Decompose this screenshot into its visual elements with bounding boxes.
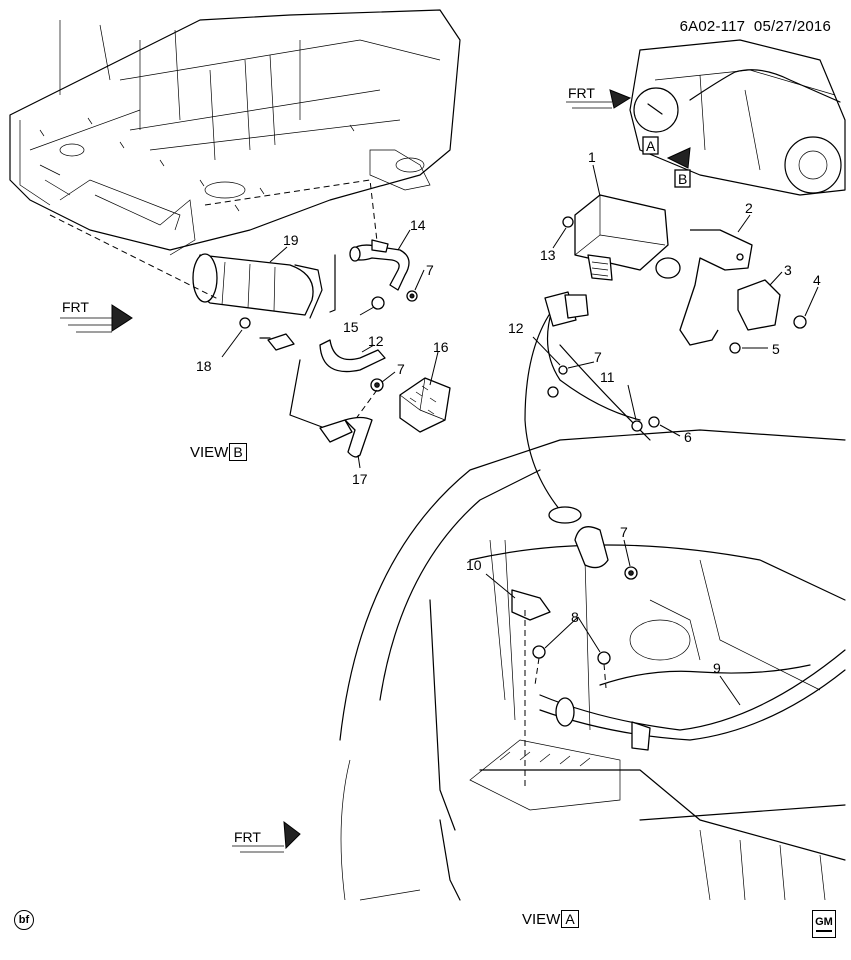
- callout-number: 4: [813, 272, 821, 288]
- control-module: [562, 194, 669, 281]
- connector-part: [399, 377, 451, 433]
- view-prefix: VIEW: [190, 443, 229, 461]
- callout-number: 7: [594, 349, 602, 365]
- callout-number: 7: [397, 361, 405, 377]
- callout-number: 10: [466, 557, 482, 573]
- alignment-line: [329, 254, 336, 313]
- nut-part: [532, 645, 546, 659]
- callout-number: 12: [368, 333, 384, 349]
- view-letter: A: [561, 910, 579, 928]
- frt-arrow: FRT: [232, 820, 301, 853]
- detail-tag: B: [674, 169, 691, 188]
- bracket-part: [655, 229, 753, 346]
- bf-text: bf: [18, 914, 30, 926]
- callout-number: 6: [684, 429, 692, 445]
- view-prefix: VIEW: [522, 910, 561, 928]
- nut-part: [558, 365, 568, 375]
- callout-number: 9: [713, 660, 721, 676]
- callout-number: 1: [588, 149, 596, 165]
- nut-part: [631, 420, 643, 432]
- trunk-compartment: [339, 429, 846, 901]
- clip-part: [511, 589, 551, 621]
- frt-label: FRT: [234, 829, 261, 845]
- frt-arrow: FRT: [566, 85, 632, 109]
- wiring-harness: [539, 649, 846, 751]
- bracket-part: [737, 279, 781, 331]
- callout-number: 17: [352, 471, 368, 487]
- alignment-line: [354, 389, 378, 421]
- alignment-line: [534, 657, 607, 689]
- bolt-part: [793, 315, 807, 329]
- nut-part: [409, 293, 415, 299]
- callout-number: 11: [600, 369, 615, 385]
- callout-number: 13: [540, 247, 556, 263]
- callout-number: 8: [571, 609, 579, 625]
- bolt-part: [729, 342, 741, 354]
- frt-label: FRT: [62, 299, 89, 315]
- alignment-line: [49, 214, 221, 301]
- vehicle-thumbnail: [629, 39, 846, 196]
- nut-part: [597, 651, 611, 665]
- clip-part: [371, 296, 385, 310]
- hose-part: [319, 416, 373, 458]
- hose-part: [319, 339, 386, 373]
- nut-part: [628, 570, 634, 576]
- callout-leaders: [221, 164, 819, 706]
- callout-numbers: 1 2 3 4 5 6 7 7 7 7 8 9 10 11 12 12 13 1…: [196, 149, 821, 676]
- alignment-line: [289, 359, 331, 431]
- frt-label: FRT: [568, 85, 595, 101]
- wiring-harness: [524, 291, 651, 524]
- diagram-header: 6A02-117 05/27/2016: [680, 18, 831, 35]
- callout-number: 2: [745, 200, 753, 216]
- diagram-code: 6A02-117: [679, 18, 746, 35]
- callout-number: 3: [784, 262, 792, 278]
- callout-number: 12: [508, 320, 524, 336]
- callout-number: 14: [410, 217, 426, 233]
- gm-logo-bar: [816, 930, 832, 932]
- callout-number: 7: [426, 262, 434, 278]
- detail-tag: A: [642, 136, 659, 155]
- callout-number: 15: [343, 319, 359, 335]
- clip-part: [547, 386, 559, 398]
- detail-tag-letter: B: [678, 171, 687, 187]
- hose-part: [349, 239, 410, 291]
- callout-number: 18: [196, 358, 212, 374]
- detail-tag-letter: A: [646, 138, 656, 154]
- view-letter: B: [229, 443, 247, 461]
- frt-arrow: FRT: [60, 299, 133, 333]
- gm-logo-text: GM: [815, 916, 833, 928]
- diagram-date: 05/27/2016: [753, 18, 831, 35]
- callout-number: 16: [433, 339, 449, 355]
- nut-part: [648, 416, 660, 428]
- nut-part: [374, 382, 380, 388]
- gm-logo: GM: [812, 910, 836, 938]
- hose-part: [574, 526, 609, 569]
- floor-panel-illustration: [9, 9, 461, 256]
- bf-badge: bf: [14, 910, 34, 930]
- callout-number: 5: [772, 341, 780, 357]
- vapor-canister: [192, 253, 323, 351]
- callout-number: 19: [283, 232, 299, 248]
- view-arrow: [666, 147, 691, 169]
- callout-number: 7: [620, 524, 628, 540]
- alignment-line: [204, 179, 379, 251]
